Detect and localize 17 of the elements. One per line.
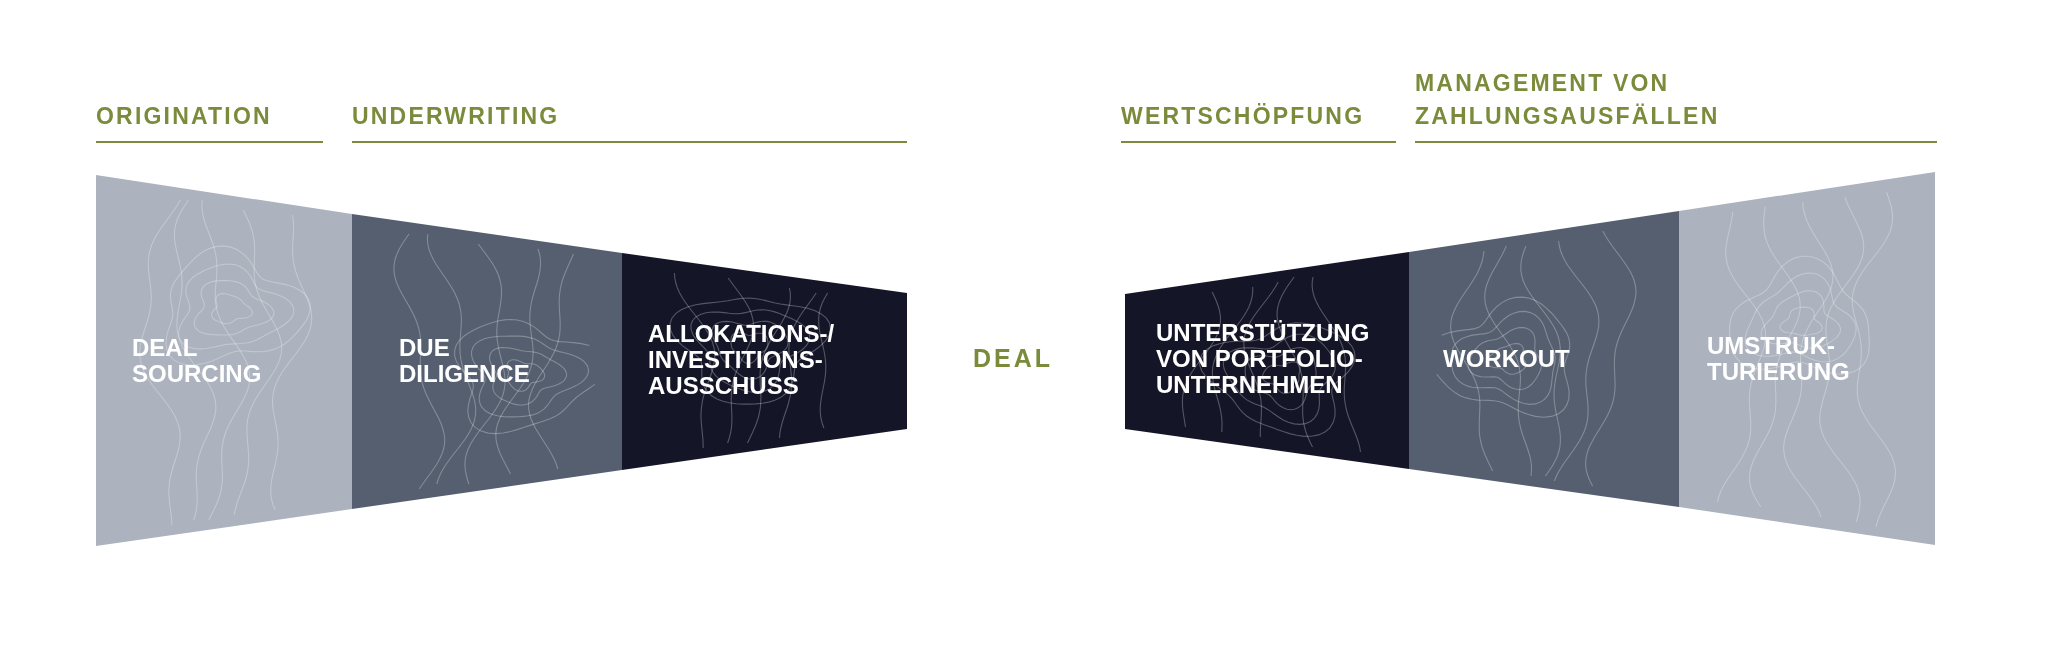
deal-label: DEAL (973, 343, 1054, 373)
segment-label: DUE DILIGENCE (399, 335, 531, 387)
stage-heading: UNDERWRITING (352, 102, 561, 131)
segment-label: DEAL SOURCING (132, 335, 263, 387)
segment-label: WORKOUT (1443, 346, 1571, 372)
stage-heading: ORIGINATION (96, 102, 273, 131)
funnel-segment (622, 253, 907, 470)
segment-label: ALLOKATIONS-/ INVESTITIONS- AUSSCHUSS (648, 321, 836, 399)
funnel-segment (1679, 172, 1935, 545)
funnel-segment (96, 175, 352, 546)
stage-heading: WERTSCHÖPFUNG (1121, 102, 1366, 131)
funnel-segment (1125, 252, 1409, 469)
stage-heading: MANAGEMENT VON ZAHLUNGSAUSFÄLLEN (1415, 69, 1721, 131)
segment-label: UNTERSTÜTZUNG VON PORTFOLIO- UNTERNEHMEN (1156, 320, 1371, 398)
funnel-segment (1409, 211, 1679, 507)
funnel-segment (352, 214, 622, 509)
segment-label: UMSTRUK- TURIERUNG (1707, 333, 1851, 385)
